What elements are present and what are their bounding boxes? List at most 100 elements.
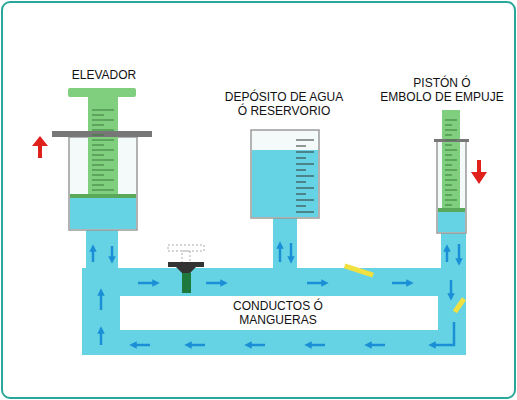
scale-tick xyxy=(92,175,104,176)
scale-tick xyxy=(445,145,452,146)
label-line: PISTÓN Ó xyxy=(380,76,503,90)
scale-tick xyxy=(445,200,457,201)
scale-tick xyxy=(296,212,314,213)
scale-tick xyxy=(92,165,104,166)
drawing-part xyxy=(438,208,465,212)
scale-tick xyxy=(445,135,452,136)
drawing-part xyxy=(307,282,325,285)
drawing-part xyxy=(279,245,282,262)
drawing-part xyxy=(442,110,460,210)
scale-tick xyxy=(296,194,306,195)
drawing-part xyxy=(392,282,410,285)
scale-tick xyxy=(445,125,452,126)
valve xyxy=(168,245,204,293)
scale-tick xyxy=(92,170,114,171)
drawing-part xyxy=(70,196,136,229)
part-label: CONDUCTOS Ó MANGUERAS xyxy=(233,299,323,327)
flow-arrows xyxy=(93,243,459,345)
drawing-part xyxy=(182,251,190,263)
scale-tick xyxy=(92,115,104,116)
scale-tick xyxy=(445,150,457,151)
scale-tick xyxy=(445,170,457,171)
scale-tick xyxy=(445,130,457,131)
drawing-part xyxy=(70,194,136,198)
drawing-part xyxy=(100,292,103,310)
drawing-part xyxy=(458,244,461,262)
scale-tick xyxy=(92,185,104,186)
scale-tick xyxy=(296,164,314,165)
scale-tick xyxy=(445,165,452,166)
drawing-part xyxy=(176,267,196,273)
part-label: ELEVADOR xyxy=(72,68,136,82)
scale-tick xyxy=(445,120,457,121)
drawing-part xyxy=(308,344,325,347)
drawing-part xyxy=(100,330,103,345)
scale-tick xyxy=(92,110,114,111)
scale-tick xyxy=(296,158,306,159)
scale-tick xyxy=(92,160,114,161)
scale-tick xyxy=(445,205,452,206)
scale-tick xyxy=(296,200,314,201)
drawing-part xyxy=(138,282,156,285)
drawing-part xyxy=(441,230,466,270)
scale-tick xyxy=(92,125,104,126)
scale-tick xyxy=(445,175,452,176)
drawing-part xyxy=(273,216,297,270)
part-label: DEPÓSITO DE AGUA Ó RESERVORIO xyxy=(225,90,343,118)
check-flap xyxy=(344,263,374,277)
scale-tick xyxy=(445,160,457,161)
drawing-part xyxy=(251,130,319,218)
scale-tick xyxy=(445,190,457,191)
drawing-part xyxy=(92,110,114,190)
scale-tick xyxy=(296,176,314,177)
elevator-syringe xyxy=(32,88,152,230)
drawing-part xyxy=(133,344,150,347)
label-line: DEPÓSITO DE AGUA xyxy=(225,90,343,104)
drawing-part xyxy=(168,245,204,251)
scale-tick xyxy=(445,180,457,181)
scale-tick xyxy=(296,170,306,171)
label-line: ELEVADOR xyxy=(72,68,136,82)
scale-tick xyxy=(92,120,114,121)
scale-tick xyxy=(92,135,104,136)
label-line: CONDUCTOS Ó xyxy=(233,299,323,313)
drawing-part xyxy=(52,131,152,137)
scale-tick xyxy=(92,190,114,191)
reservoir xyxy=(251,130,319,218)
down-arrow xyxy=(471,160,487,184)
drawing-part xyxy=(445,120,457,205)
drawing-part xyxy=(450,280,453,297)
drawing-part xyxy=(168,262,204,267)
check-flap xyxy=(453,297,466,313)
pipe-loop xyxy=(82,216,466,355)
part-label: PISTÓN Ó EMBOLO DE EMPUJE xyxy=(380,76,503,104)
drawing-part xyxy=(111,246,114,260)
scale-tick xyxy=(92,180,114,181)
drawing-part xyxy=(188,344,205,347)
drawing-part xyxy=(92,248,95,262)
drawing-part xyxy=(182,273,191,293)
label-line: MANGUERAS xyxy=(233,313,323,327)
drawing-part xyxy=(290,243,293,260)
drawing-part xyxy=(434,139,469,142)
drawing-part xyxy=(446,248,449,262)
label-line: Ó RESERVORIO xyxy=(225,104,343,118)
scale-tick xyxy=(296,140,314,141)
up-arrow xyxy=(32,136,48,158)
scale-tick xyxy=(92,140,114,141)
drawing-part xyxy=(438,212,465,232)
piston-syringe xyxy=(434,110,487,233)
scale-tick xyxy=(92,150,114,151)
scale-tick xyxy=(445,155,452,156)
drawing-part xyxy=(86,228,118,270)
drawing-part xyxy=(248,344,265,347)
scale-tick xyxy=(445,195,452,196)
scale-tick xyxy=(296,152,314,153)
label-line: EMBOLO DE EMPUJE xyxy=(380,90,503,104)
drawing-part xyxy=(368,344,385,347)
scale-tick xyxy=(445,140,457,141)
drawing-part xyxy=(82,268,466,355)
